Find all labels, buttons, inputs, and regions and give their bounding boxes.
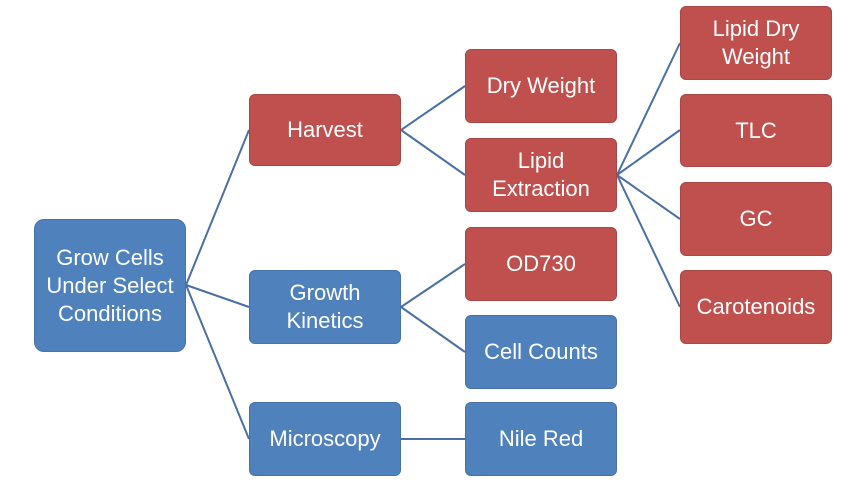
node-dry-weight-label: Dry Weight xyxy=(486,73,596,98)
node-lipid-dry-weight-label: Lipid Dry Weight xyxy=(712,16,800,69)
node-cell-counts-label: Cell Counts xyxy=(484,339,598,364)
connector-root-microscopy xyxy=(185,284,250,440)
node-growth-kinetics: Growth Kinetics xyxy=(249,270,401,344)
node-growth-kinetics-label: Growth Kinetics xyxy=(286,280,364,333)
connector-harvest-dryweight xyxy=(400,85,466,131)
node-carotenoids: Carotenoids xyxy=(680,270,832,344)
node-microscopy-label: Microscopy xyxy=(269,426,381,451)
connector-lipidext-tlc xyxy=(616,129,681,176)
node-tlc: TLC xyxy=(680,94,832,167)
connector-root-harvest xyxy=(185,129,250,286)
node-grow-cells-label: Grow Cells Under Select Conditions xyxy=(46,244,174,326)
connector-lipidext-carotenoids xyxy=(616,174,681,308)
node-gc-label: GC xyxy=(739,206,773,231)
connector-growth-od730 xyxy=(400,263,466,308)
node-lipid-extraction: Lipid Extraction xyxy=(465,138,617,212)
node-carotenoids-label: Carotenoids xyxy=(696,294,816,319)
node-lipid-extraction-label: Lipid Extraction xyxy=(492,148,590,201)
node-dry-weight: Dry Weight xyxy=(465,49,617,123)
connector-lipidext-gc xyxy=(616,174,681,220)
connector-growth-cellcounts xyxy=(400,306,466,353)
node-cell-counts: Cell Counts xyxy=(465,315,617,389)
node-od730: OD730 xyxy=(465,227,617,301)
node-gc: GC xyxy=(680,182,832,256)
node-grow-cells: Grow Cells Under Select Conditions xyxy=(34,219,186,352)
node-lipid-dry-weight: Lipid Dry Weight xyxy=(680,6,832,80)
node-od730-label: OD730 xyxy=(506,251,576,276)
node-harvest-label: Harvest xyxy=(287,117,363,142)
node-nile-red: Nile Red xyxy=(465,402,617,476)
node-harvest: Harvest xyxy=(249,94,401,166)
connector-root-growth xyxy=(185,284,250,308)
node-tlc-label: TLC xyxy=(735,117,777,143)
connector-harvest-lipidext xyxy=(400,129,466,176)
node-nile-red-label: Nile Red xyxy=(498,426,584,451)
node-microscopy: Microscopy xyxy=(249,402,401,476)
connector-lipidext-lipiddry xyxy=(616,42,681,176)
